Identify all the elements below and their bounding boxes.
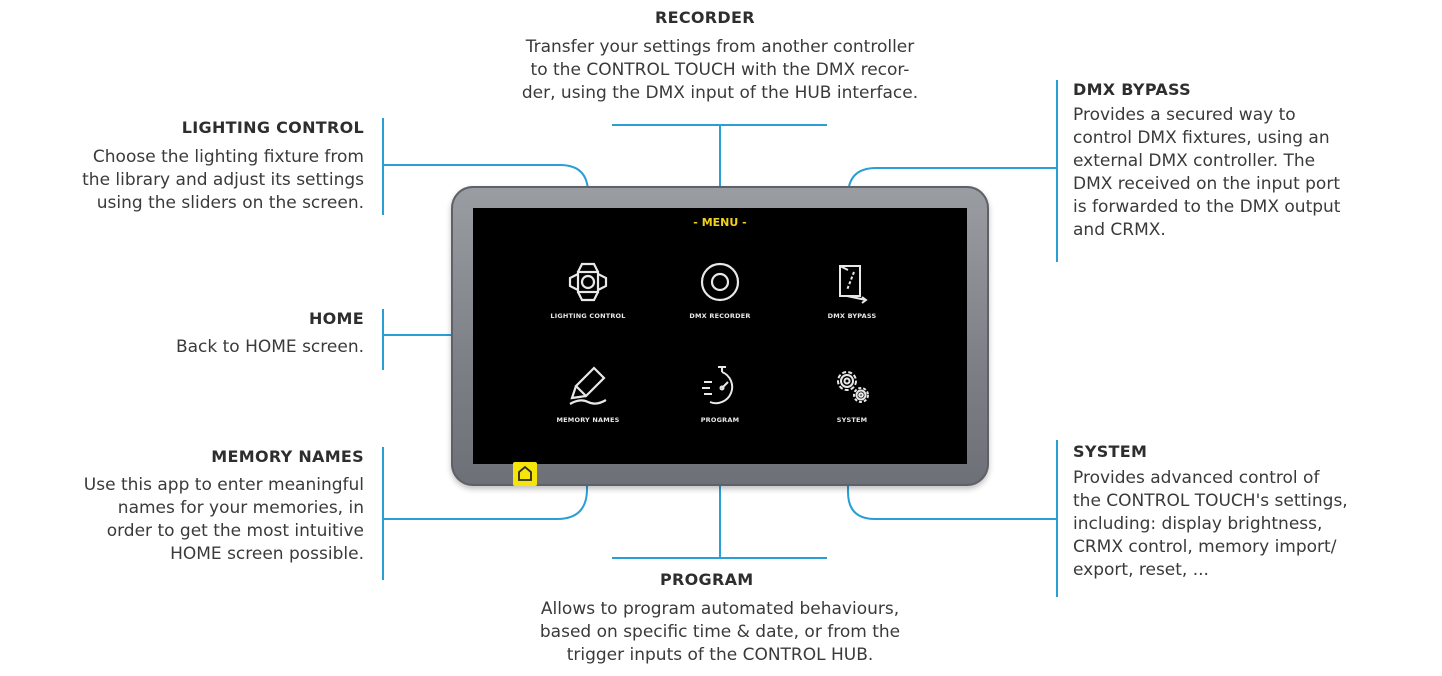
app-label: MEMORY NAMES	[556, 416, 620, 424]
system-line: the CONTROL TOUCH's settings,	[1073, 491, 1348, 511]
dmx-bypass-line: DMX received on the input port	[1073, 174, 1340, 194]
system-line: including: display brightness,	[1073, 514, 1323, 534]
home-line: Back to HOME screen.	[175, 337, 364, 357]
app-system[interactable]: SYSTEM	[792, 364, 912, 424]
app-dmx-bypass[interactable]: DMX BYPASS	[792, 260, 912, 320]
system-description: Provides advanced control of the CONTROL…	[1073, 467, 1435, 582]
memory-names-title: MEMORY NAMES	[211, 447, 364, 466]
program-title: PROGRAM	[660, 570, 754, 589]
app-label: DMX BYPASS	[827, 312, 877, 320]
program-line: based on specific time & date, or from t…	[539, 622, 901, 642]
record-disc-icon	[700, 262, 740, 302]
recorder-line: to the CONTROL TOUCH with the DMX recor-	[530, 60, 910, 80]
home-title: HOME	[308, 309, 364, 328]
system-line: CRMX control, memory import/	[1073, 537, 1337, 557]
memory-names-line: Use this app to enter meaningful	[83, 475, 364, 495]
app-dmx-recorder[interactable]: DMX RECORDER	[660, 260, 780, 320]
program-line: Allows to program automated behaviours,	[540, 599, 900, 619]
memory-names-line: names for your memories, in	[117, 498, 364, 518]
dmx-bypass-line: external DMX controller. The	[1073, 151, 1316, 171]
menu-title: - MENU -	[693, 216, 747, 229]
pencil-icon	[569, 366, 607, 405]
lighting-control-line: Choose the lighting fixture from	[92, 147, 364, 167]
app-label: LIGHTING CONTROL	[550, 312, 626, 320]
home-icon	[518, 465, 532, 481]
lighting-control-title: LIGHTING CONTROL	[181, 118, 364, 137]
lighting-control-description: Choose the lighting fixture from the lib…	[4, 146, 364, 215]
home-button[interactable]	[513, 462, 537, 486]
program-description: Allows to program automated behaviours, …	[455, 598, 985, 667]
dmx-bypass-line: is forwarded to the DMX output	[1073, 197, 1341, 217]
device-screen: - MENU - LIGHTING CONTROL DMX RECORDER	[473, 208, 967, 486]
memory-names-line: HOME screen possible.	[170, 544, 364, 564]
system-line: export, reset, ...	[1073, 560, 1209, 580]
app-memory-names[interactable]: MEMORY NAMES	[528, 364, 648, 424]
app-program[interactable]: PROGRAM	[660, 364, 780, 424]
system-title: SYSTEM	[1073, 442, 1148, 461]
recorder-line: Transfer your settings from another cont…	[525, 37, 915, 57]
recorder-title: RECORDER	[655, 8, 755, 27]
program-line: trigger inputs of the CONTROL HUB.	[566, 645, 874, 665]
app-lighting-control[interactable]: LIGHTING CONTROL	[528, 260, 648, 320]
home-description: Back to HOME screen.	[60, 336, 364, 359]
bypass-icon	[839, 265, 868, 304]
recorder-description: Transfer your settings from another cont…	[455, 36, 985, 105]
stopwatch-icon	[702, 366, 734, 405]
memory-names-line: order to get the most intuitive	[106, 521, 364, 541]
app-label: SYSTEM	[836, 416, 868, 424]
memory-names-description: Use this app to enter meaningful names f…	[4, 474, 364, 566]
gears-icon	[837, 371, 869, 403]
dmx-bypass-line: Provides a secured way to	[1073, 105, 1296, 125]
control-touch-device: - MENU - LIGHTING CONTROL DMX RECORDER	[451, 186, 989, 486]
recorder-line: der, using the DMX input of the HUB inte…	[521, 83, 919, 103]
spotlight-icon	[568, 262, 608, 302]
dmx-bypass-line: and CRMX.	[1073, 220, 1166, 240]
dmx-bypass-description: Provides a secured way to control DMX fi…	[1073, 104, 1435, 242]
dmx-bypass-line: control DMX fixtures, using an	[1073, 128, 1330, 148]
lighting-control-line: using the sliders on the screen.	[96, 193, 364, 213]
lighting-control-line: the library and adjust its settings	[82, 170, 364, 190]
app-label: DMX RECORDER	[689, 312, 751, 320]
system-line: Provides advanced control of	[1073, 468, 1320, 488]
dmx-bypass-title: DMX BYPASS	[1073, 80, 1191, 99]
app-label: PROGRAM	[700, 416, 740, 424]
